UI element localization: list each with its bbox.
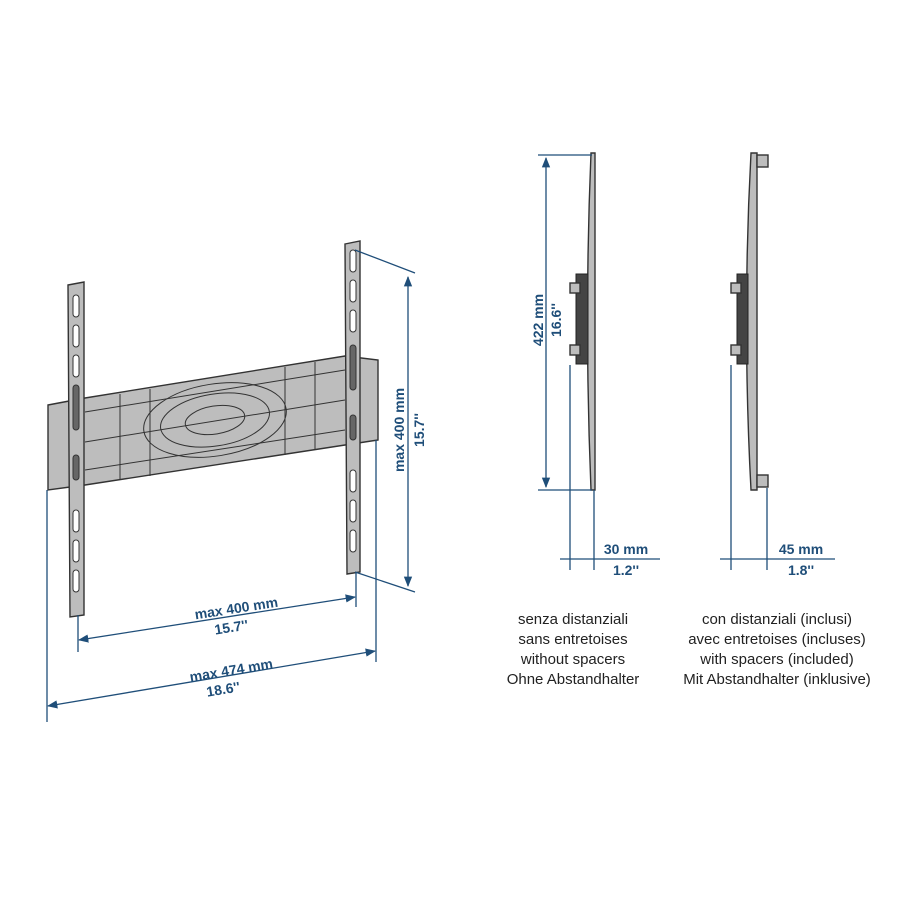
caption-line: with spacers (included) [699, 651, 853, 668]
side-bracket [736, 273, 749, 365]
rail-slots [72, 249, 357, 593]
caption-with-spacers: con distanziali (inclusi) avec entretois… [683, 611, 871, 688]
side-height-mm-label: 422 mm [530, 294, 546, 346]
front-height-dimension: max 400 mm 15.7'' [354, 249, 427, 593]
height-mm-label: max 400 mm [391, 388, 407, 472]
caption-without-spacers: senza distanziali sans entretoises witho… [507, 611, 640, 688]
depth-inch-label: 1.8'' [788, 562, 814, 578]
caption-line: Ohne Abstandhalter [507, 671, 640, 688]
side-height-inch-label: 16.6'' [548, 303, 564, 337]
spacer-top [756, 154, 769, 168]
caption-line: senza distanziali [518, 611, 628, 628]
caption-line: avec entretoises (incluses) [688, 631, 866, 648]
side-bracket [575, 273, 589, 365]
total-width-inch-label: 18.6'' [205, 678, 241, 699]
front-view-bracket [47, 240, 379, 618]
depth-mm-label: 45 mm [779, 541, 823, 557]
front-width-dimension: max 400 mm 15.7'' [77, 573, 357, 652]
width-inch-label: 15.7'' [213, 617, 249, 638]
spacer-bottom [756, 474, 769, 488]
caption-line: Mit Abstandhalter (inklusive) [683, 671, 871, 688]
wall-plate-body [47, 355, 379, 491]
wall-plate-ribs [84, 362, 346, 480]
height-inch-label: 15.7'' [411, 413, 427, 447]
side-view-with-spacers: 45 mm 1.8'' [720, 152, 835, 578]
caption-line: without spacers [520, 651, 625, 668]
depth-inch-label: 1.2'' [613, 562, 639, 578]
caption-line: con distanziali (inclusi) [702, 611, 852, 628]
caption-line: sans entretoises [518, 631, 627, 648]
side-view-without-spacers: 422 mm 16.6'' 30 mm 1.2'' [530, 152, 660, 578]
side-rail [586, 152, 596, 491]
depth-mm-label: 30 mm [604, 541, 648, 557]
